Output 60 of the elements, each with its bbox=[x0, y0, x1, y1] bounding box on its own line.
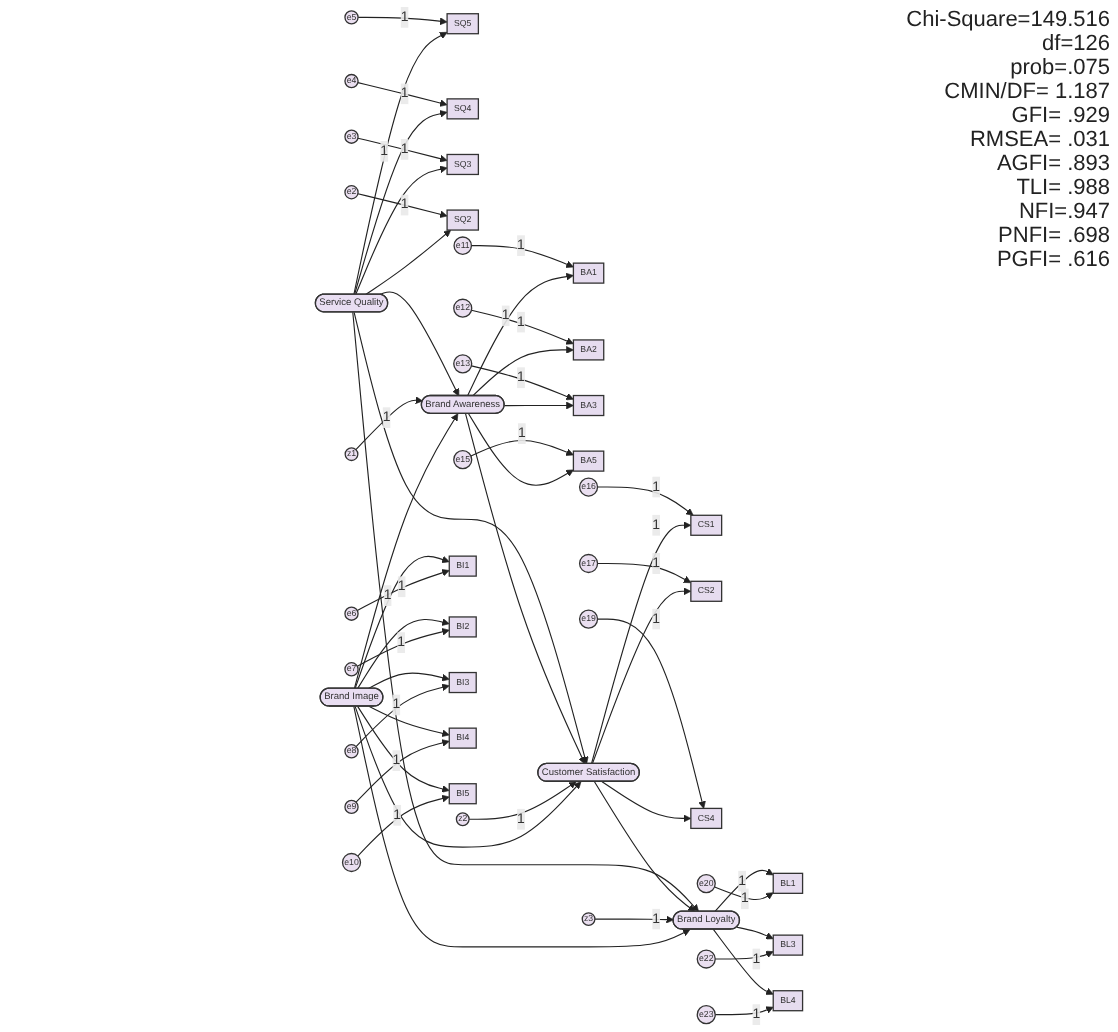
arrow bbox=[353, 311, 589, 765]
arrow bbox=[368, 705, 450, 738]
fit-statistic: Chi-Square=149.516 bbox=[906, 8, 1110, 32]
arrow bbox=[466, 272, 574, 397]
arrow bbox=[470, 439, 574, 457]
arrow bbox=[357, 137, 448, 163]
arrow bbox=[597, 562, 692, 584]
fit-statistic: NFI=.947 bbox=[1016, 200, 1110, 224]
arrow bbox=[353, 31, 448, 296]
arrow bbox=[503, 401, 574, 410]
arrow bbox=[354, 705, 582, 848]
fit-statistic: AGFI= .893 bbox=[994, 152, 1110, 176]
arrow bbox=[357, 82, 448, 107]
fit-statistic: TLI= .988 bbox=[1014, 176, 1110, 200]
arrow bbox=[357, 794, 450, 857]
arrow bbox=[353, 705, 691, 948]
arrow bbox=[355, 396, 424, 451]
fit-statistic: PGFI= .616 bbox=[994, 248, 1110, 272]
arrow bbox=[354, 110, 448, 296]
arrow bbox=[357, 193, 448, 218]
fit-statistic: RMSEA= .031 bbox=[967, 128, 1110, 152]
arrow bbox=[594, 915, 674, 924]
arrow bbox=[365, 229, 452, 296]
arrow bbox=[352, 311, 699, 912]
arrow bbox=[593, 781, 696, 912]
arrow bbox=[590, 521, 692, 765]
arrow bbox=[468, 413, 574, 486]
arrow bbox=[357, 16, 448, 26]
arrow bbox=[470, 309, 574, 345]
arrow bbox=[356, 569, 450, 612]
arrow bbox=[354, 555, 450, 690]
arrow bbox=[714, 868, 774, 913]
arrow bbox=[468, 781, 577, 820]
arrow bbox=[379, 291, 460, 397]
fit-statistic: prob=.075 bbox=[1008, 56, 1110, 80]
arrow bbox=[591, 587, 692, 765]
arrow bbox=[357, 705, 450, 793]
arrow bbox=[356, 628, 450, 667]
arrow bbox=[601, 781, 692, 823]
arrow bbox=[597, 486, 694, 516]
arrow bbox=[355, 739, 450, 803]
arrow bbox=[597, 618, 706, 809]
arrow bbox=[714, 1006, 774, 1016]
arrow bbox=[464, 413, 586, 765]
arrow bbox=[470, 365, 574, 401]
fit-statistic: PNFI= .698 bbox=[996, 224, 1110, 248]
arrow bbox=[470, 245, 574, 268]
arrow bbox=[367, 672, 450, 690]
arrow bbox=[357, 618, 450, 690]
arrow bbox=[472, 346, 574, 397]
arrow bbox=[355, 683, 450, 748]
arrow bbox=[353, 413, 459, 690]
arrow bbox=[714, 950, 774, 960]
fit-statistic: df=126 bbox=[1040, 32, 1110, 56]
arrow bbox=[736, 926, 774, 940]
arrow bbox=[714, 886, 774, 901]
arrow bbox=[712, 928, 774, 995]
fit-statistic: CMIN/DF= 1.187 bbox=[942, 80, 1110, 104]
fit-statistic: GFI= .929 bbox=[1009, 104, 1110, 128]
arrow bbox=[355, 165, 448, 296]
